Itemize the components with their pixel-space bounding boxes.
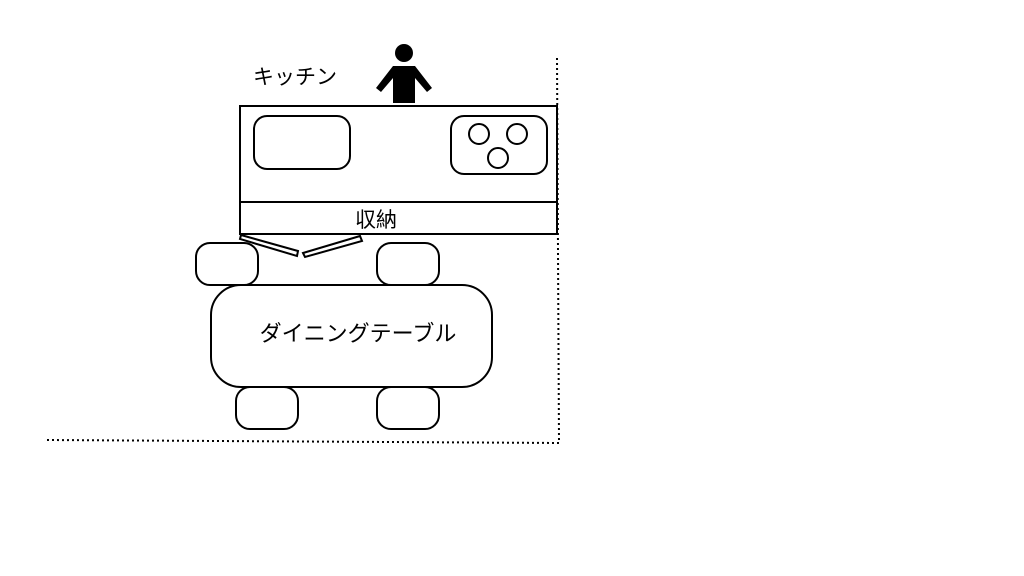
burner-right bbox=[506, 123, 528, 145]
chair-top-right bbox=[376, 242, 440, 286]
storage-door-right bbox=[301, 234, 364, 259]
person-icon bbox=[376, 44, 432, 103]
room-wall-bottom bbox=[46, 439, 560, 444]
storage-cabinet bbox=[239, 201, 558, 235]
kitchen-label: キッチン bbox=[253, 65, 337, 89]
sink bbox=[253, 115, 351, 170]
storage-label: 収納 bbox=[355, 208, 397, 232]
chair-bottom-right bbox=[376, 386, 440, 430]
burner-left bbox=[468, 123, 490, 145]
dining-table bbox=[210, 284, 493, 388]
chair-bottom-left bbox=[235, 386, 299, 430]
storage-door-left bbox=[238, 233, 300, 258]
room-wall-right bbox=[556, 57, 560, 444]
dining-table-label: ダイニングテーブル bbox=[260, 322, 457, 347]
burner-front bbox=[487, 147, 509, 169]
chair-top-left bbox=[195, 242, 259, 286]
